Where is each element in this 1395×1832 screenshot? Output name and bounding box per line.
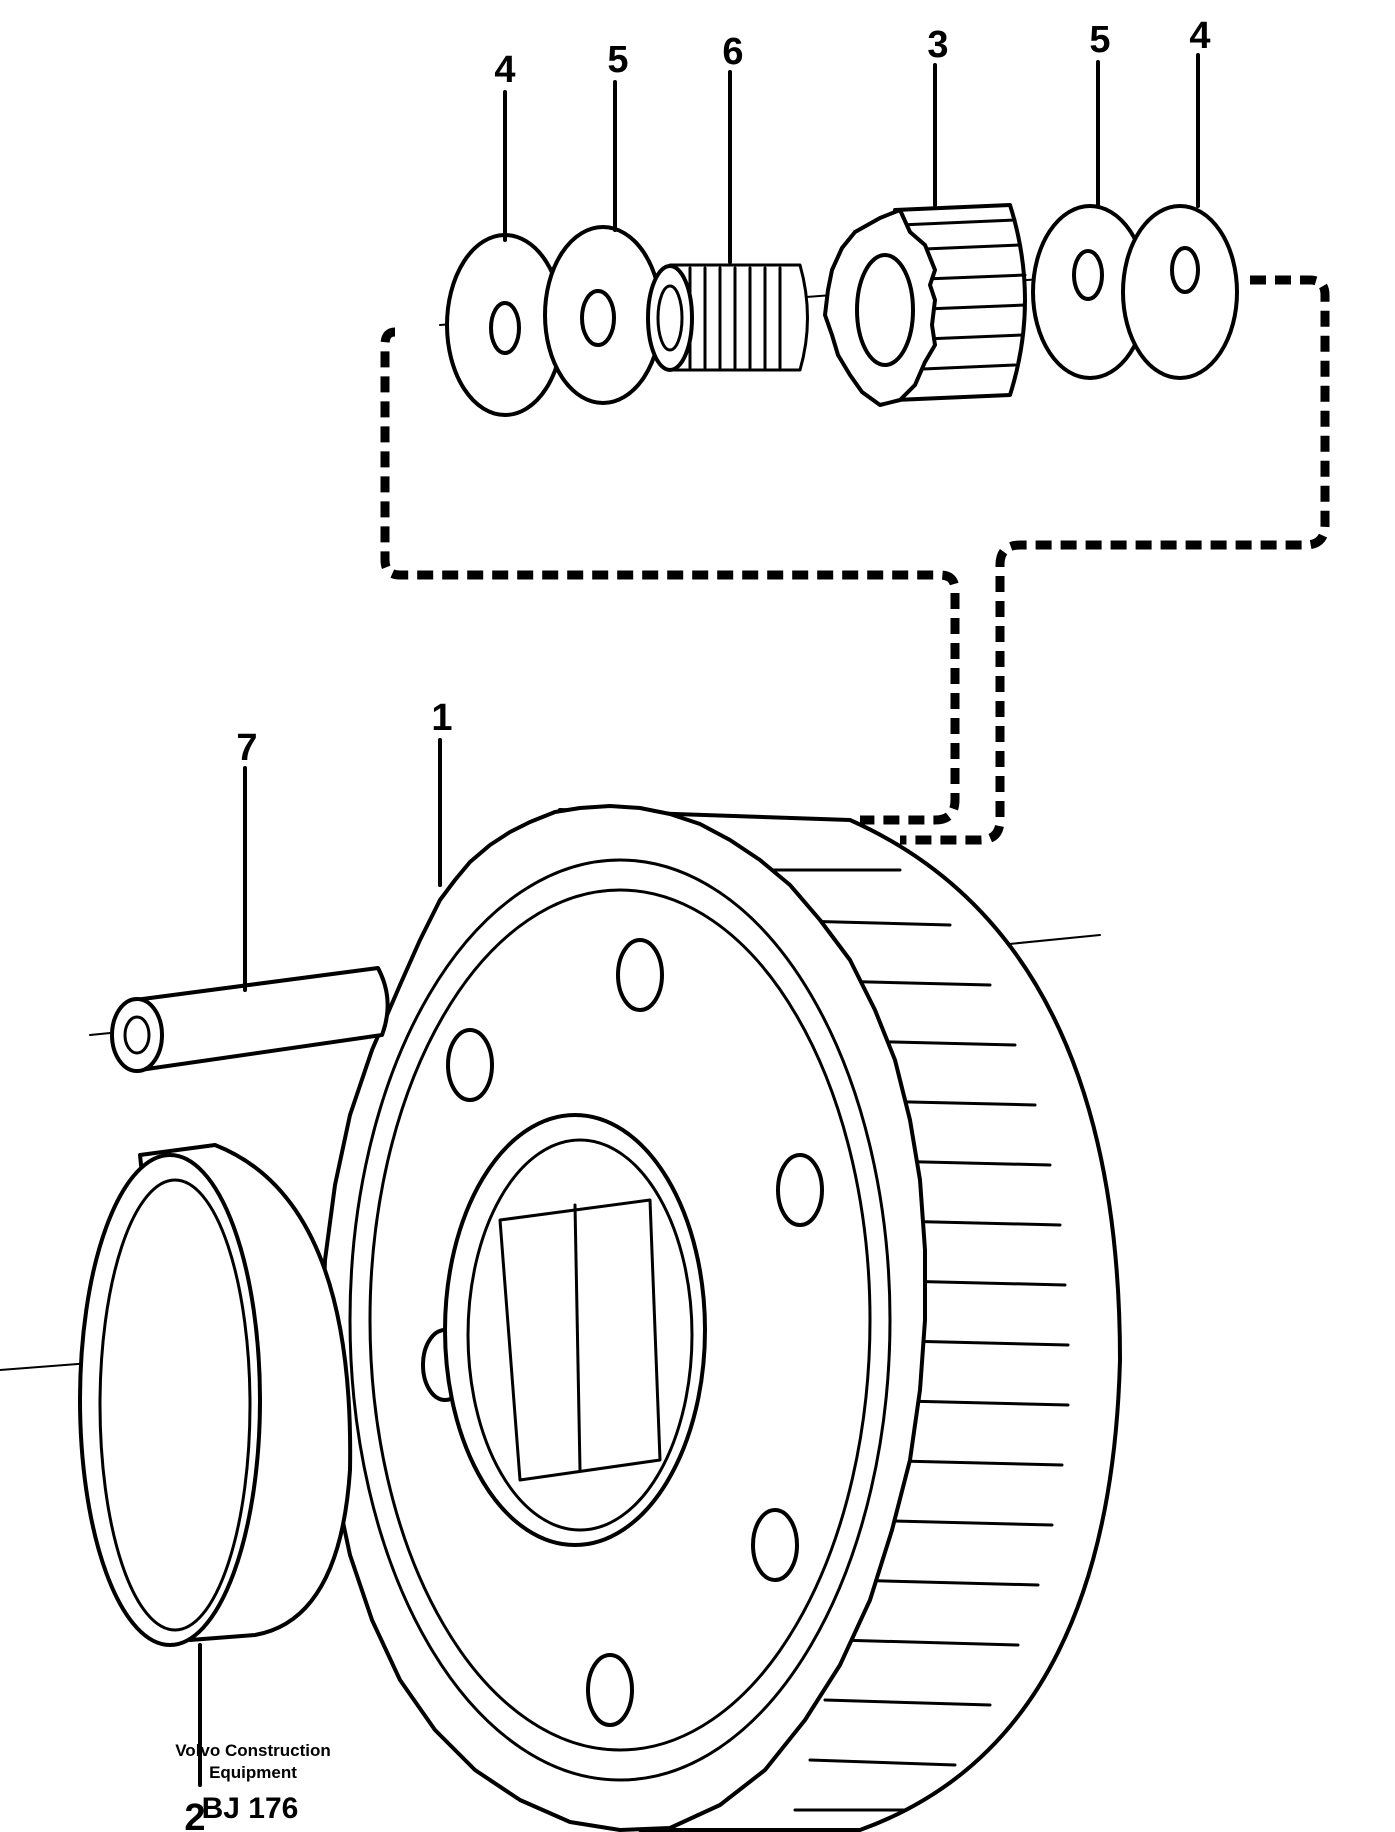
planet-gear	[823, 203, 1027, 407]
callout-6: 6	[722, 31, 743, 73]
caption-line-2: Equipment	[209, 1763, 297, 1782]
callout-5-left: 5	[607, 39, 628, 81]
thrust-washer-right	[1121, 204, 1239, 380]
callout-1: 1	[431, 697, 452, 739]
callout-4-right: 4	[1189, 15, 1210, 57]
needle-bearing	[646, 263, 809, 372]
caption-reference: BJ 176	[202, 1792, 299, 1825]
assembly-bracket-dashed	[380, 327, 960, 825]
callout-2: 2	[184, 1797, 205, 1832]
planet-carrier-ring-gear	[320, 804, 1122, 1832]
callout-3: 3	[927, 24, 948, 66]
caption-line-1: Volvo Construction	[175, 1741, 331, 1760]
bearing-ring	[78, 1143, 353, 1647]
planet-shaft	[110, 966, 390, 1073]
callout-5-right: 5	[1089, 19, 1110, 61]
washer-left	[543, 225, 663, 405]
callout-4-left: 4	[494, 49, 515, 91]
assembly-bracket-dashed-right	[900, 275, 1330, 845]
callout-7: 7	[236, 727, 257, 769]
